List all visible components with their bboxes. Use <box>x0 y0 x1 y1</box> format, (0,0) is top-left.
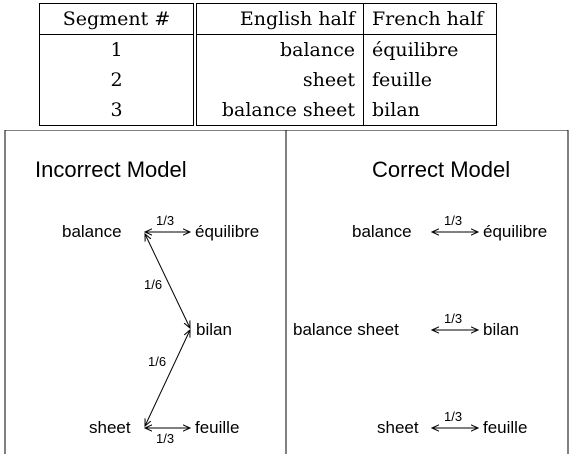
node-balance: balance <box>352 222 412 241</box>
correct-model-title: Correct Model <box>372 157 511 182</box>
node-equilibre: équilibre <box>195 222 260 241</box>
edge-label-balance-bilan: 1/6 <box>144 277 163 292</box>
table-row: 1 balance équilibre <box>39 34 497 65</box>
edge-label-balance-equilibre: 1/3 <box>444 213 463 228</box>
node-sheet: sheet <box>377 418 419 437</box>
segment-table: Segment # English half French half 1 bal… <box>39 3 497 126</box>
header-english-half: English half <box>195 3 364 35</box>
node-feuille: feuille <box>483 418 528 437</box>
table-row: 3 balance sheet bilan <box>39 95 497 126</box>
incorrect-model-title: Incorrect Model <box>35 157 187 182</box>
header-segment-number: Segment # <box>39 3 197 35</box>
edge-label-bilan-sheet: 1/6 <box>148 354 167 369</box>
table-row: 2 sheet feuille <box>39 65 497 95</box>
node-bilan: bilan <box>196 320 232 339</box>
node-equilibre: équilibre <box>483 222 548 241</box>
edge-label-balance-sheet-bilan: 1/3 <box>444 311 463 326</box>
cell-segment-number: 2 <box>39 65 197 95</box>
node-balance: balance <box>62 222 122 241</box>
alignment-model-diagram: Incorrect Model balance équilibre bilan … <box>0 130 574 454</box>
cell-english-half: balance sheet <box>195 95 364 126</box>
edge-label-sheet-feuille: 1/3 <box>156 431 175 446</box>
node-bilan: bilan <box>483 320 519 339</box>
cell-segment-number: 1 <box>39 34 197 65</box>
node-balance-sheet: balance sheet <box>293 320 399 339</box>
cell-french-half: bilan <box>363 95 497 126</box>
header-french-half: French half <box>363 3 497 35</box>
edge-label-balance-equilibre: 1/3 <box>156 213 175 228</box>
arrow-bilan-sheet <box>145 330 190 426</box>
node-sheet: sheet <box>89 418 131 437</box>
cell-english-half: balance <box>195 34 364 65</box>
table-header-row: Segment # English half French half <box>39 3 497 35</box>
diagram-lines <box>4 130 569 454</box>
edge-label-sheet-feuille: 1/3 <box>444 409 463 424</box>
arrow-balance-bilan <box>145 234 190 328</box>
cell-french-half: équilibre <box>363 34 497 65</box>
cell-english-half: sheet <box>195 65 364 95</box>
node-feuille: feuille <box>195 418 240 437</box>
cell-french-half: feuille <box>363 65 497 95</box>
cell-segment-number: 3 <box>39 95 197 126</box>
